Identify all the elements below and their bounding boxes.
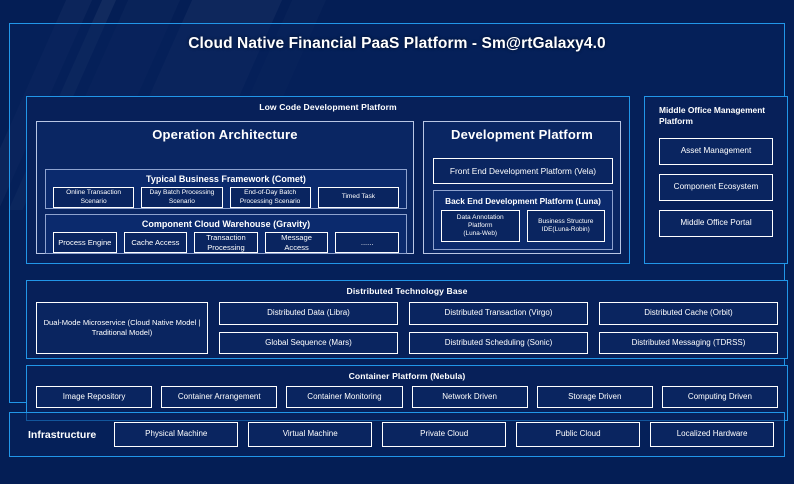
back-end-development-platform-panel: Back End Development Platform (Luna) Dat… <box>433 190 613 250</box>
chip-day-batch-processing-scenario[interactable]: Day Batch Processing Scenario <box>141 187 223 208</box>
back-end-development-platform-title: Back End Development Platform (Luna) <box>445 196 601 206</box>
typical-business-framework-title: Typical Business Framework (Comet) <box>146 174 306 184</box>
chip-public-cloud[interactable]: Public Cloud <box>516 422 641 447</box>
low-code-section-title: Low Code Development Platform <box>259 102 397 112</box>
dtb-column-2: Distributed Transaction (Virgo) Distribu… <box>409 302 588 354</box>
chip-data-annotation-platform[interactable]: Data Annotation Platform (Luna-Web) <box>441 210 520 242</box>
chip-computing-driven[interactable]: Computing Driven <box>661 386 779 408</box>
chip-private-cloud[interactable]: Private Cloud <box>382 422 507 447</box>
chip-front-end-development-platform[interactable]: Front End Development Platform (Vela) <box>433 158 613 184</box>
chip-localized-hardware[interactable]: Localized Hardware <box>650 422 775 447</box>
page-title: Cloud Native Financial PaaS Platform - S… <box>188 35 606 52</box>
chip-message-access[interactable]: Message Access <box>264 232 329 253</box>
chip-storage-driven[interactable]: Storage Driven <box>536 386 653 408</box>
infrastructure-label: Infrastructure <box>28 428 97 441</box>
chip-global-sequence[interactable]: Global Sequence (Mars) <box>219 331 398 354</box>
chip-data-annotation-platform-label: Data Annotation Platform <box>456 213 504 229</box>
chip-cache-access[interactable]: Cache Access <box>123 232 188 253</box>
low-code-development-platform-section: Low Code Development Platform Operation … <box>26 96 630 264</box>
dtb-column-1: Distributed Data (Libra) Global Sequence… <box>219 302 398 354</box>
container-platform-title: Container Platform (Nebula) <box>348 371 466 381</box>
chip-container-arrangement[interactable]: Container Arrangement <box>161 386 278 408</box>
chip-end-of-day-batch-processing-scenario[interactable]: End-of-Day Batch Processing Scenario <box>229 187 311 208</box>
chip-distributed-cache[interactable]: Distributed Cache (Orbit) <box>599 302 778 325</box>
typical-business-framework-panel: Typical Business Framework (Comet) Onlin… <box>45 169 407 209</box>
chip-image-repository[interactable]: Image Repository <box>36 386 153 408</box>
container-platform-section: Container Platform (Nebula) Image Reposi… <box>26 365 788 421</box>
chip-dual-mode-microservice[interactable]: Dual-Mode Microservice (Cloud Native Mod… <box>36 302 208 354</box>
chip-container-monitoring[interactable]: Container Monitoring <box>286 386 403 408</box>
middle-office-management-platform-section: Middle Office Management Platform Asset … <box>644 96 788 264</box>
chip-process-engine[interactable]: Process Engine <box>53 232 117 253</box>
chip-distributed-messaging[interactable]: Distributed Messaging (TDRSS) <box>599 331 778 354</box>
distributed-technology-base-title: Distributed Technology Base <box>346 286 468 296</box>
chip-distributed-data[interactable]: Distributed Data (Libra) <box>219 302 398 325</box>
chip-business-structure-ide[interactable]: Business Structure IDE(Luna-Robin) <box>526 210 605 242</box>
operation-architecture-panel: Operation Architecture Typical Business … <box>36 121 414 254</box>
chip-physical-machine[interactable]: Physical Machine <box>114 422 239 447</box>
chip-more-ellipsis[interactable]: ...... <box>335 232 399 253</box>
chip-online-transaction-scenario[interactable]: Online Transaction Scenario <box>53 187 135 208</box>
distributed-technology-base-section: Distributed Technology Base Dual-Mode Mi… <box>26 280 788 359</box>
chip-business-structure-ide-label: Business Structure <box>538 217 594 225</box>
component-cloud-warehouse-panel: Component Cloud Warehouse (Gravity) Proc… <box>45 214 407 254</box>
middle-office-section-title: Middle Office Management Platform <box>659 105 766 127</box>
chip-data-annotation-platform-sublabel: (Luna-Web) <box>463 230 498 238</box>
chip-timed-task[interactable]: Timed Task <box>317 187 399 208</box>
chip-middle-office-portal[interactable]: Middle Office Portal <box>659 209 773 237</box>
chip-virtual-machine[interactable]: Virtual Machine <box>248 422 373 447</box>
dtb-column-3: Distributed Cache (Orbit) Distributed Me… <box>599 302 778 354</box>
operation-architecture-title: Operation Architecture <box>152 127 298 142</box>
chip-network-driven[interactable]: Network Driven <box>411 386 528 408</box>
chip-asset-management[interactable]: Asset Management <box>659 137 773 165</box>
chip-distributed-transaction[interactable]: Distributed Transaction (Virgo) <box>409 302 588 325</box>
chip-distributed-scheduling[interactable]: Distributed Scheduling (Sonic) <box>409 331 588 354</box>
development-platform-panel: Development Platform Front End Developme… <box>423 121 621 254</box>
infrastructure-section: Infrastructure Physical Machine Virtual … <box>9 412 785 457</box>
development-platform-title: Development Platform <box>451 127 593 142</box>
main-platform-frame: Cloud Native Financial PaaS Platform - S… <box>9 23 788 421</box>
chip-component-ecosystem[interactable]: Component Ecosystem <box>659 173 773 201</box>
component-cloud-warehouse-title: Component Cloud Warehouse (Gravity) <box>141 219 311 229</box>
chip-transaction-processing[interactable]: Transaction Processing <box>194 232 258 253</box>
chip-business-structure-ide-sublabel: IDE(Luna-Robin) <box>541 226 590 234</box>
